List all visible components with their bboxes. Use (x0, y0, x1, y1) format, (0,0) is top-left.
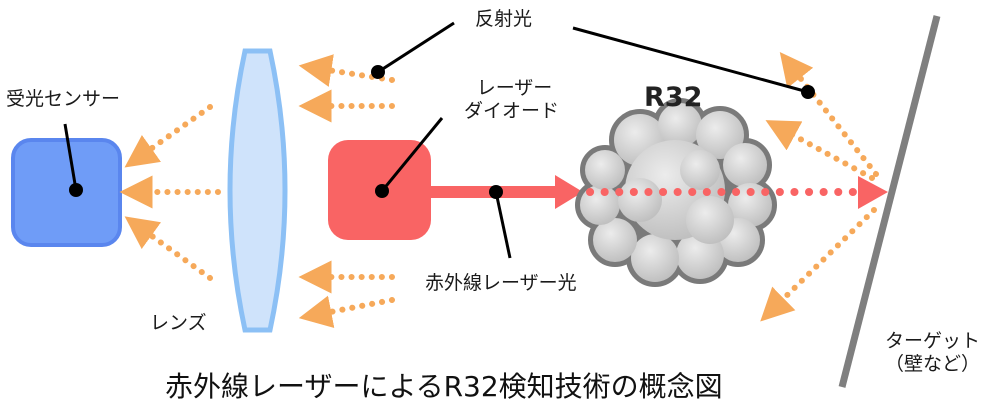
label-target-line2: （壁など） (885, 352, 981, 375)
label-reflected-light: 反射光 (475, 8, 533, 30)
label-lens: レンズ (150, 312, 207, 334)
target-wall (838, 15, 941, 388)
label-target-line1: ターゲット (885, 330, 981, 352)
leader-dot (375, 184, 389, 198)
label-target: ターゲット （壁など） (885, 330, 980, 376)
leader-laser-diode (380, 117, 444, 192)
label-laser-diode: レーザー ダイオード (464, 77, 559, 123)
reflected-arrow (124, 216, 213, 281)
reflected-arrow (765, 120, 875, 181)
laser-arrowhead (555, 175, 583, 209)
label-sensor: 受光センサー (6, 88, 121, 110)
diagram-title: 赤外線レーザーによるR32検知技術の概念図 (165, 370, 723, 403)
leader-dot (489, 185, 503, 199)
leader-sensor (63, 123, 78, 191)
label-laser-diode-line2: ダイオード (464, 99, 560, 122)
reflected-arrow (779, 52, 879, 177)
laser-arrowhead-target (858, 176, 888, 209)
leader-ir-laser (494, 191, 512, 259)
label-ir-laser-light: 赤外線レーザー光 (425, 272, 577, 294)
lens (227, 48, 288, 333)
sensor-box (11, 138, 122, 247)
reflected-arrow (760, 207, 877, 322)
leader-dot (69, 183, 83, 197)
label-laser-diode-line1: レーザー (476, 77, 553, 99)
leader-reflected-right (572, 26, 809, 94)
leader-reflected-left (377, 21, 455, 74)
leader-dot (371, 65, 385, 79)
leader-dot (801, 85, 815, 99)
reflected-arrow (124, 104, 213, 168)
label-r32: R32 (644, 82, 703, 113)
reflected-arrow (298, 295, 395, 329)
